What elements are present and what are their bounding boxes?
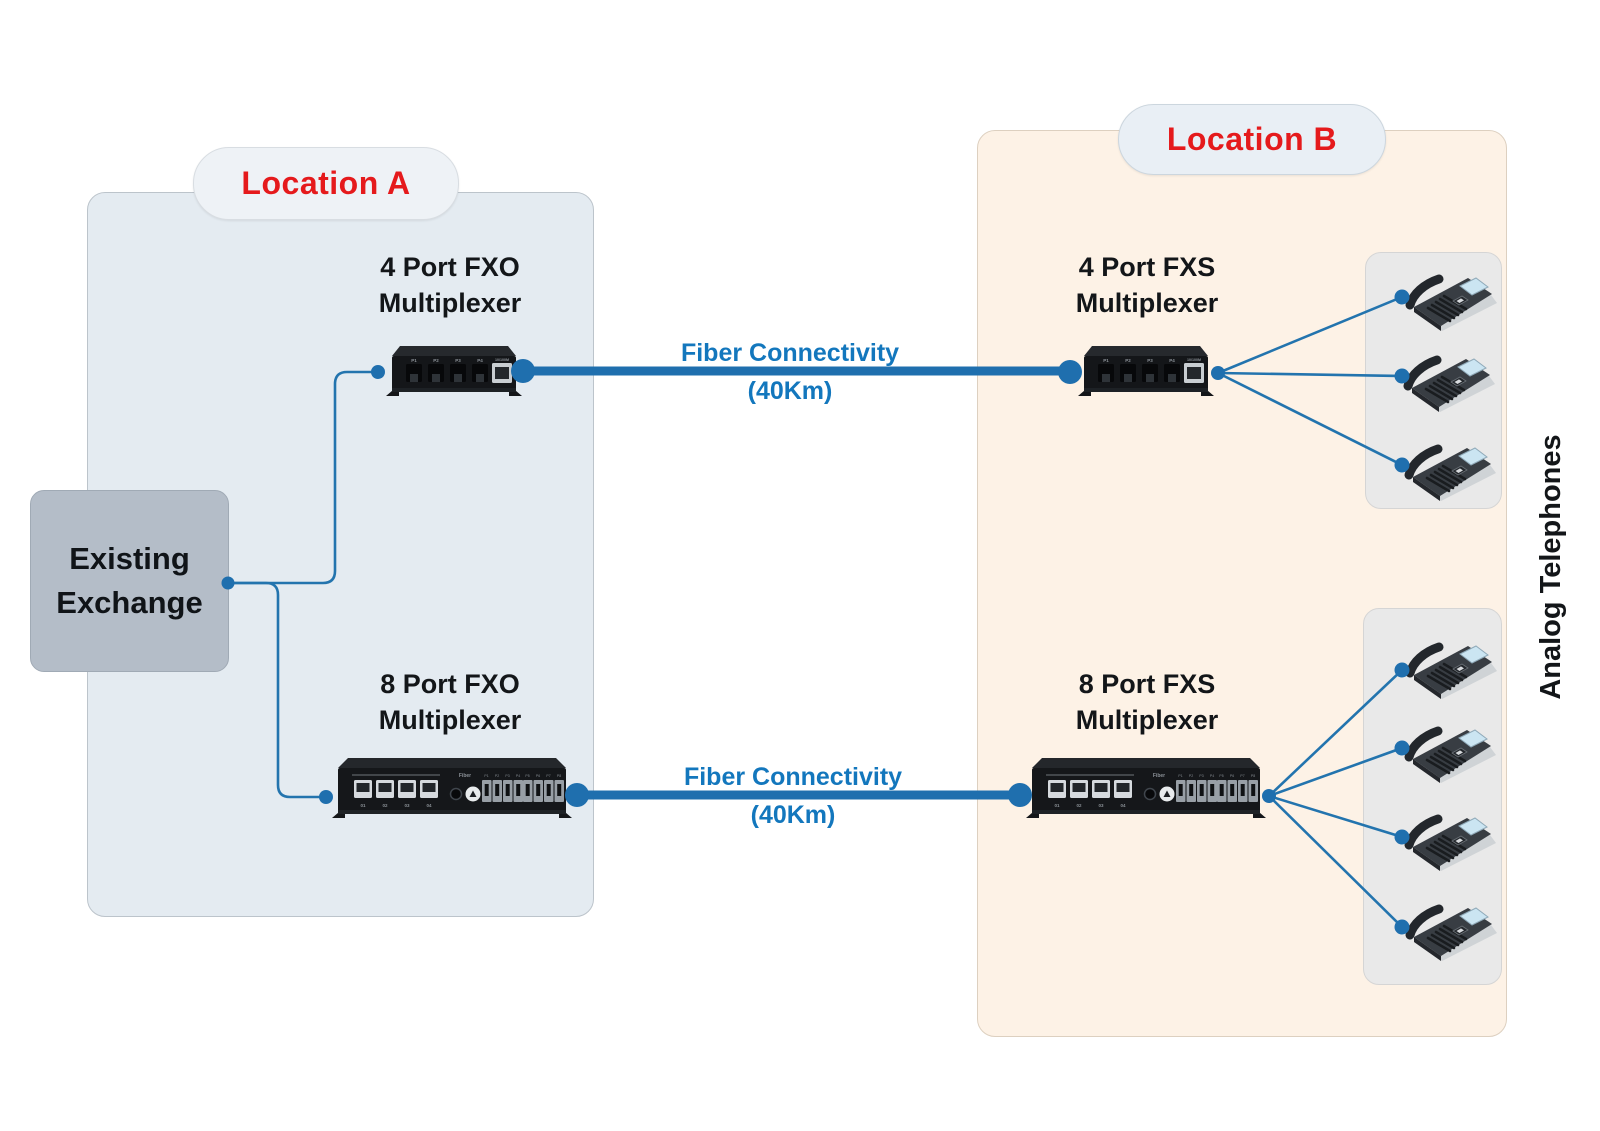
lan-label: 03 [404,803,410,808]
rj45-port [1184,363,1204,383]
port-label: P2 [495,774,499,778]
location-b-title: Location B [1166,121,1338,157]
handset [1405,642,1444,678]
power-jack [449,787,463,801]
location-a-title: Location A [241,165,411,201]
lan-label: 02 [382,803,388,808]
lan-label: 01 [360,803,366,808]
analog-telephone-icon [1403,355,1495,412]
handset [1404,814,1443,850]
fiber-link1-distance: (40Km) [747,377,833,405]
fiber-link2-label: Fiber Connectivity [683,763,903,791]
port-label: P5 [525,774,529,778]
fiber-port-label: Fiber [1153,773,1165,779]
port-label: P3 [1147,358,1153,363]
port-label: P7 [546,774,550,778]
fiber-link2-distance: (40Km) [750,801,836,829]
port-label: P2 [1189,774,1193,778]
handset [1405,274,1444,310]
rj45-lan-ports [1048,780,1132,798]
port-label: P1 [1103,358,1109,363]
fxs8-label-line2: Multiplexer [1075,705,1219,735]
fxo8-label-line2: Multiplexer [378,705,522,735]
port-label: P8 [1251,774,1255,778]
fxo8-label-line1: 8 Port FXO [380,669,520,699]
fxs4-label-line1: 4 Port FXS [1078,252,1216,282]
port-label: P1 [411,358,417,363]
fxs8-label-line1: 8 Port FXS [1078,669,1216,699]
port-label: P5 [1219,774,1223,778]
analog-telephone-icon [1404,814,1496,871]
existing-exchange-node: Existing Exchange [30,490,229,672]
handset [1405,904,1444,940]
rj11-ports [406,364,488,382]
fxo4-device-label: 4 Port FXO Multiplexer [310,249,590,321]
port-label: P3 [505,774,509,778]
exchange-label-line2: Exchange [56,585,203,620]
lan-label: 01 [1054,803,1060,808]
lan-label: 04 [1120,803,1126,808]
fxo-4port-multiplexer-image: P1 P2 P3 P4 10/100M [386,346,522,396]
location-b-title-pill: Location B [1118,104,1386,175]
fxo-8port-multiplexer-image: 01 02 03 04 Fiber P1 P2 P3 P4 P5 P6 P7 P… [332,758,572,818]
power-jack [1143,787,1157,801]
location-a-title-pill: Location A [193,147,459,220]
fxs4-device-label: 4 Port FXS Multiplexer [1007,249,1287,321]
port-label: P2 [433,358,439,363]
fxs-8port-multiplexer-image: 01 02 03 04 Fiber P1 P2 P3 P4 P5 P6 P7 P… [1026,758,1266,818]
handset [1404,444,1443,480]
fxs8-device-label: 8 Port FXS Multiplexer [1007,666,1287,738]
rj45-lan-ports [354,780,438,798]
uplink-label: 10/100M [1187,358,1201,362]
fiber-button [465,786,481,802]
analog-telephone-icon [1405,642,1497,699]
lan-label: 02 [1076,803,1082,808]
fxo4-label-line2: Multiplexer [378,288,522,318]
port-label: P2 [1125,358,1131,363]
analog-telephones-label: Analog Telephones [1535,434,1567,700]
fxo-phone-ports [482,780,564,802]
port-label: P6 [1230,774,1234,778]
exchange-label-line1: Existing [69,541,190,576]
fxo4-label-line1: 4 Port FXO [380,252,520,282]
analog-telephone-icon [1405,274,1497,331]
uplink-label: 10/100M [495,358,509,362]
port-label: P1 [484,774,488,778]
analog-telephone-icon [1404,444,1496,501]
fxs-phone-ports [1176,780,1258,802]
port-label: P8 [557,774,561,778]
analog-telephone-icon [1405,904,1497,961]
fiber-port-label: Fiber [459,773,471,779]
fxs4-label-line2: Multiplexer [1075,288,1219,318]
port-label: P3 [1199,774,1203,778]
port-label: P1 [1178,774,1182,778]
port-label: P4 [516,774,520,778]
port-label: P4 [1169,358,1175,363]
port-label: P3 [455,358,461,363]
rj11-ports [1098,364,1180,382]
port-label: P4 [1210,774,1214,778]
handset [1404,726,1443,762]
analog-telephone-icon [1404,726,1496,783]
fxo8-device-label: 8 Port FXO Multiplexer [310,666,590,738]
port-label: P4 [477,358,483,363]
lan-label: 03 [1098,803,1104,808]
fiber-link1-label: Fiber Connectivity [680,339,900,367]
lan-label: 04 [426,803,432,808]
port-label: P6 [536,774,540,778]
fiber-button [1159,786,1175,802]
rj45-port [492,363,512,383]
fxs-4port-multiplexer-image: P1 P2 P3 P4 10/100M [1078,346,1214,396]
port-label: P7 [1240,774,1244,778]
